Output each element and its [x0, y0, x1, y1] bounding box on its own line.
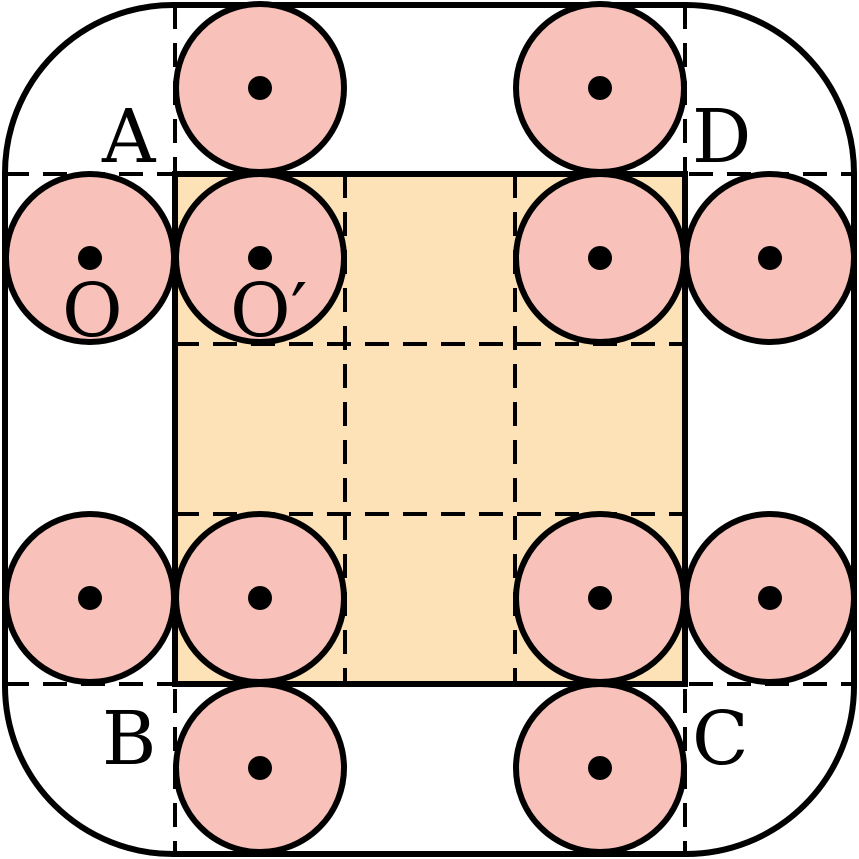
center-dot: [248, 586, 272, 610]
circles: [3, 1, 857, 855]
center-dot: [758, 586, 782, 610]
center-dot: [248, 76, 272, 100]
circle-lower-right-inner: [513, 511, 687, 685]
circle-bottom-right: [513, 681, 687, 855]
circle-bottom-left: [173, 681, 347, 855]
center-dot: [588, 246, 612, 270]
center-dot: [78, 586, 102, 610]
label-O-prime: O′: [230, 268, 307, 354]
center-dot: [248, 246, 272, 270]
label-O: O: [62, 268, 123, 354]
label-A: A: [101, 94, 157, 180]
label-D: D: [692, 94, 751, 180]
circle-lower-left-inner: [173, 511, 347, 685]
circle-top-right: [513, 1, 687, 175]
circle-upper-right-outer: [683, 171, 857, 345]
circle-top-left: [173, 1, 347, 175]
label-C: C: [692, 696, 749, 782]
circle-lower-left-outer: [3, 511, 177, 685]
labels: A D B C O O′: [62, 94, 751, 782]
label-B: B: [102, 696, 156, 782]
circle-upper-right-inner: [513, 171, 687, 345]
center-dot: [78, 246, 102, 270]
circle-lower-right-outer: [683, 511, 857, 685]
center-dot: [248, 756, 272, 780]
center-dot: [588, 76, 612, 100]
center-dot: [588, 586, 612, 610]
center-dot: [758, 246, 782, 270]
center-dot: [588, 756, 612, 780]
circle-O-prime: [173, 171, 347, 345]
